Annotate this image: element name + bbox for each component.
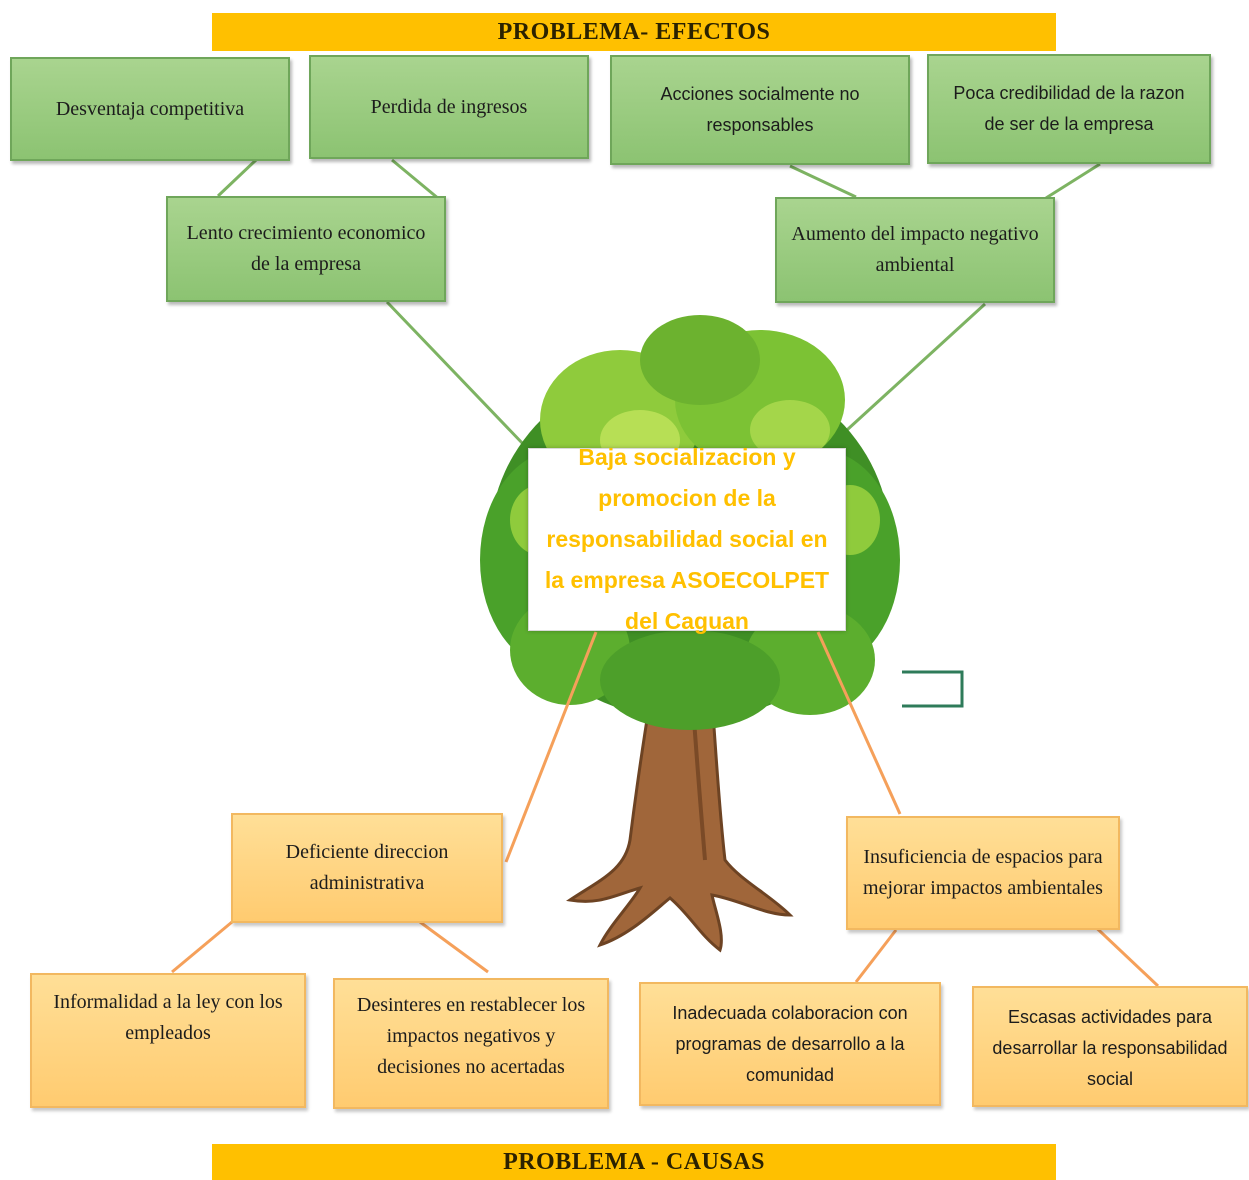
connector-line: [419, 920, 489, 974]
effect-box-perdida: Perdida de ingresos: [309, 55, 589, 159]
core-problem-box: Baja socializacion y promocion de la res…: [528, 444, 846, 634]
cause-box-colaboracion: Inadecuada colaboracion con programas de…: [639, 982, 941, 1106]
connector-line: [816, 631, 902, 815]
connector-line: [171, 920, 233, 974]
connector-line: [1045, 162, 1101, 200]
causes-banner: PROBLEMA - CAUSAS: [212, 1144, 1056, 1180]
connector-line: [854, 929, 898, 983]
effect-box-acciones: Acciones socialmente no responsables: [610, 55, 910, 165]
connector-line: [504, 631, 598, 863]
connector-line: [216, 158, 258, 198]
cause-box-direccion: Deficiente direccion administrativa: [231, 813, 503, 923]
effect-box-desventaja: Desventaja competitiva: [10, 57, 290, 161]
tree-trunk: [566, 638, 794, 953]
cause-box-actividades: Escasas actividades para desarrollar la …: [972, 986, 1248, 1107]
cause-box-informalidad: Informalidad a la ley con los empleados: [30, 973, 306, 1108]
bracket-mark: [902, 670, 964, 708]
connector-line: [834, 302, 987, 442]
effect-connectors: [216, 158, 1101, 472]
cause-box-espacios: Insuficiencia de espacios para mejorar i…: [846, 816, 1120, 930]
effects-banner: PROBLEMA- EFECTOS: [212, 13, 1056, 51]
effect-box-credibilidad: Poca credibilidad de la razon de ser de …: [927, 54, 1211, 164]
cause-connectors: [171, 631, 1160, 988]
connector-line: [789, 164, 857, 199]
cause-box-desinteres: Desinteres en restablecer los impactos n…: [333, 978, 609, 1109]
effect-box-impacto: Aumento del impacto negativo ambiental: [775, 197, 1055, 303]
connector-line: [385, 300, 550, 472]
effect-box-crecimiento: Lento crecimiento economico de la empres…: [166, 196, 446, 302]
